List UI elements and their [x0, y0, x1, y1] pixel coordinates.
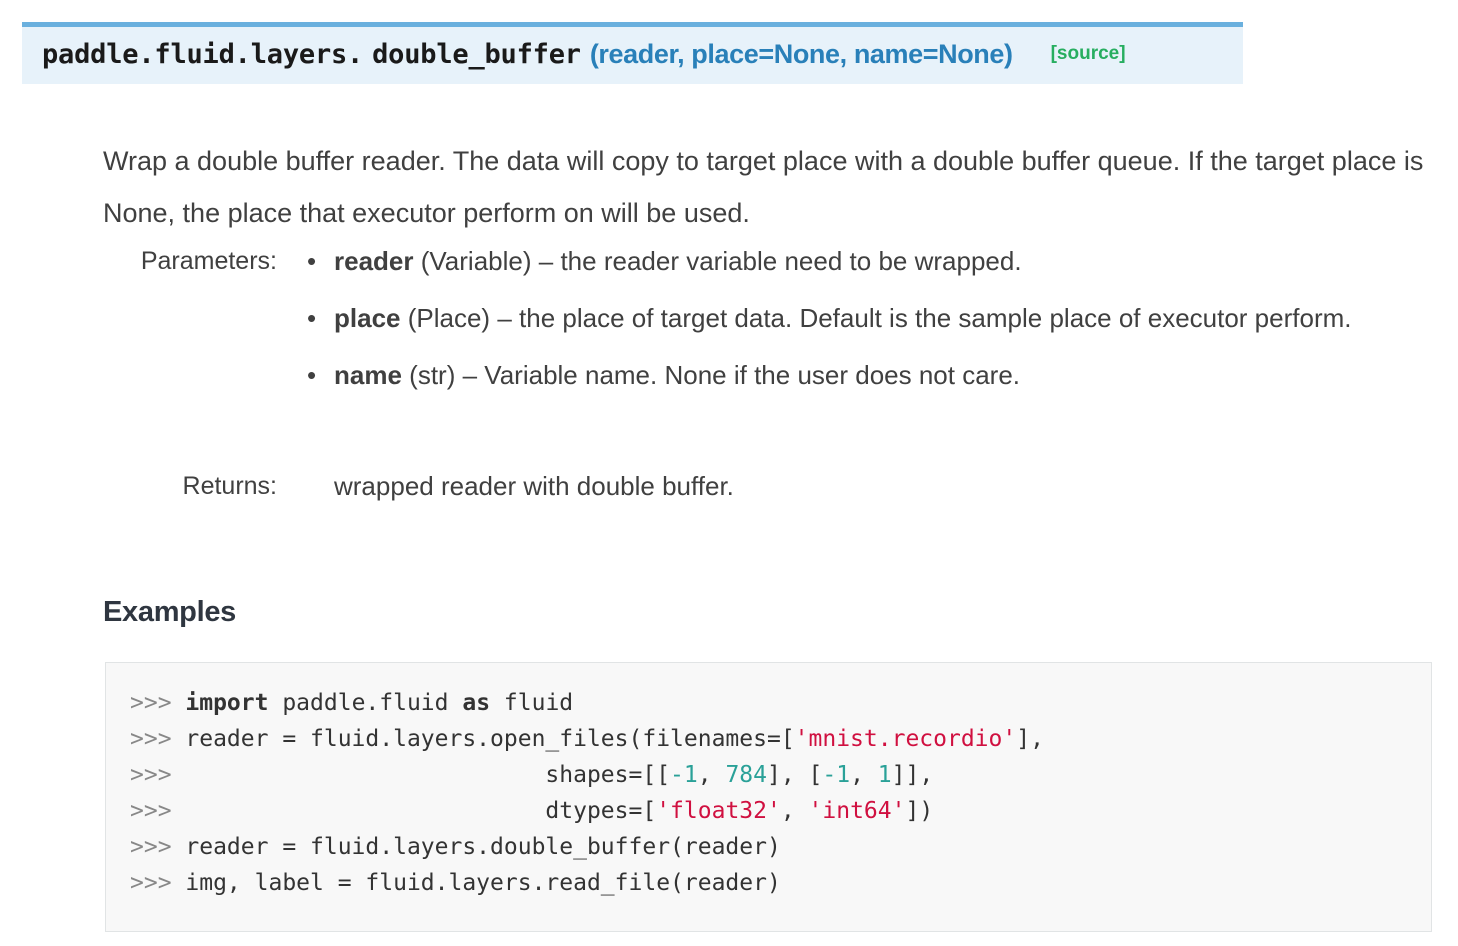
code-token-num: -1: [670, 762, 698, 788]
parameter-name: reader: [334, 246, 414, 276]
code-token-plain: fluid: [490, 690, 574, 716]
signature-parameter-list: (reader, place=None, name=None): [589, 39, 1013, 69]
signature-module-prefix: paddle.fluid.layers.: [42, 39, 364, 70]
code-token-plain: paddle.fluid: [268, 690, 463, 716]
signature-box: paddle.fluid.layers. double_buffer (reader…: [22, 27, 1243, 84]
examples-heading: Examples: [103, 596, 237, 628]
function-signature-block: paddle.fluid.layers. double_buffer (reader…: [22, 22, 1243, 84]
parameter-text: the reader variable need to be wrapped.: [560, 246, 1022, 276]
code-token-prompt: >>>: [130, 690, 186, 716]
parameters-label: Parameters:: [140, 247, 277, 275]
code-token-prompt: >>>: [130, 762, 186, 788]
code-token-str: 'mnist.recordio': [794, 726, 1017, 752]
code-token-str: 'int64': [808, 798, 906, 824]
code-token-num: 1: [877, 762, 892, 788]
parameter-name: place: [334, 303, 401, 333]
code-token-prompt: >>>: [130, 798, 186, 824]
code-token-plain: ], [: [767, 762, 823, 788]
parameters-row: Parameters: reader (Variable) – the read…: [103, 237, 1433, 408]
parameter-list: reader (Variable) – the reader variable …: [297, 237, 1433, 399]
returns-body: wrapped reader with double buffer.: [297, 464, 1433, 508]
code-token-plain: ,: [697, 762, 726, 788]
example-code-block[interactable]: >>> import paddle.fluid as fluid >>> rea…: [105, 662, 1432, 932]
parameter-type: (Variable): [420, 246, 532, 276]
parameter-text: the place of target data. Default is the…: [519, 303, 1352, 333]
code-token-plain: img, label = fluid.layers.read_file(read…: [185, 870, 781, 896]
code-token-prompt: >>>: [130, 834, 186, 860]
code-token-kw: as: [462, 690, 491, 716]
parameter-dash: –: [497, 303, 512, 333]
returns-text: wrapped reader with double buffer.: [334, 471, 734, 501]
code-token-kw: import: [185, 690, 269, 716]
code-token-plain: dtypes=[: [185, 798, 657, 824]
parameter-dash: –: [538, 246, 554, 276]
code-token-num: 784: [725, 762, 767, 788]
field-list: Parameters: reader (Variable) – the read…: [103, 237, 1433, 508]
source-link[interactable]: [source]: [1050, 43, 1126, 64]
parameter-type: (Place): [407, 303, 491, 333]
parameters-body: reader (Variable) – the reader variable …: [297, 237, 1433, 408]
code-text: >>> import paddle.fluid as fluid >>> rea…: [130, 690, 1044, 896]
parameter-dash: –: [462, 360, 478, 390]
code-token-plain: ,: [780, 798, 809, 824]
code-token-plain: ]): [905, 798, 934, 824]
code-token-plain: reader = fluid.layers.open_files(filenam…: [185, 726, 795, 752]
code-token-plain: ],: [1016, 726, 1044, 752]
code-token-plain: reader = fluid.layers.double_buffer(read…: [185, 834, 781, 860]
returns-row: Returns: wrapped reader with double buff…: [103, 464, 1433, 508]
returns-label: Returns:: [182, 472, 277, 500]
list-item: reader (Variable) – the reader variable …: [307, 237, 1433, 285]
parameter-text: Variable name. None if the user does not…: [484, 360, 1021, 390]
signature-accent-bar: [22, 22, 1243, 27]
parameter-type: (str): [409, 360, 456, 390]
code-content: >>> import paddle.fluid as fluid >>> rea…: [130, 685, 1431, 901]
list-item: place (Place) – the place of target data…: [307, 294, 1433, 342]
code-token-str: 'float32': [656, 798, 781, 824]
list-item: name (str) – Variable name. None if the …: [307, 351, 1433, 399]
code-token-plain: shapes=[[: [185, 762, 671, 788]
code-token-prompt: >>>: [130, 870, 186, 896]
parameter-name: name: [334, 360, 402, 390]
code-token-plain: ]],: [891, 762, 934, 788]
code-token-plain: ,: [850, 762, 878, 788]
code-token-prompt: >>>: [130, 726, 186, 752]
signature-function-name: double_buffer: [372, 39, 581, 70]
code-token-num: -1: [822, 762, 851, 788]
function-description: Wrap a double buffer reader. The data wi…: [103, 146, 1424, 228]
